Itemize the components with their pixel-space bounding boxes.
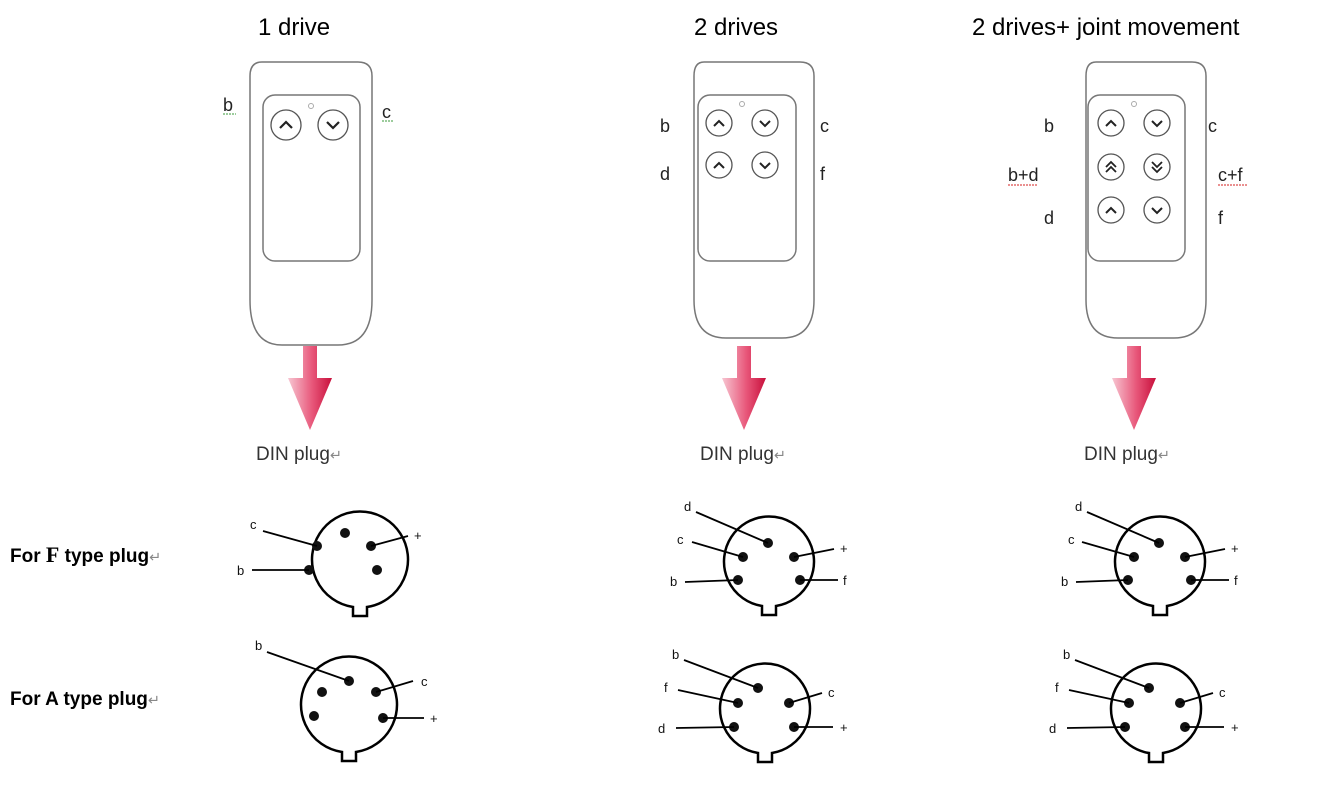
pin-label-plus: + <box>430 711 438 726</box>
pin <box>317 687 327 697</box>
down-arrow-icon <box>722 346 766 430</box>
pin-label-d: d <box>1075 499 1082 514</box>
pin-label-c: c <box>250 517 257 532</box>
up-chevron-icon <box>705 109 733 137</box>
pin-label-b: b <box>255 638 262 653</box>
remote-label-f: f <box>820 164 826 184</box>
pin-label-c: c <box>421 674 428 689</box>
remote-label-c-plus-f: c+f <box>1218 165 1244 185</box>
din-plug-f-type-3: d c b + f <box>1061 499 1239 617</box>
column-title-2-drives: 2 drives <box>694 14 779 41</box>
down-chevron-icon <box>751 109 779 137</box>
din-plug-a-type-3: b f d c + <box>1049 647 1239 764</box>
row-label-a-type: For A type plug↵ <box>10 689 160 710</box>
remote-label-c: c <box>1208 116 1217 136</box>
down-chevron-icon <box>317 109 349 141</box>
pin-label-plus: + <box>414 528 422 543</box>
remote-label-b: b <box>660 116 670 136</box>
pin-label-d: d <box>1049 721 1056 736</box>
column-title-2-drives-joint: 2 drives+ joint movement <box>972 14 1240 41</box>
remote-label-b: b <box>223 95 233 115</box>
remote-label-b: b <box>1044 116 1054 136</box>
up-chevron-icon <box>705 151 733 179</box>
din-plug-label-1: DIN plug↵ <box>256 444 342 465</box>
din-plug-f-type-2: d c b + f <box>670 499 848 617</box>
pin-label-f: f <box>1234 573 1238 588</box>
remote-label-d: d <box>660 164 670 184</box>
pin <box>340 528 350 538</box>
pin-label-c: c <box>1068 532 1075 547</box>
pin <box>372 565 382 575</box>
remote-label-c: c <box>382 102 391 122</box>
pin-label-f: f <box>1055 680 1059 695</box>
pin-label-c: c <box>828 685 835 700</box>
din-plug-label-2: DIN plug↵ <box>700 444 786 465</box>
pin-label-plus: + <box>840 541 848 556</box>
remote-control-3 <box>1085 61 1207 339</box>
din-plug-a-type-2: b f d c + <box>658 647 848 764</box>
din-plug-a-type-1: b c + <box>255 638 438 763</box>
remote-label-b-plus-d: b+d <box>1008 165 1039 185</box>
remote-control-1 <box>249 61 373 346</box>
double-down-chevron-icon <box>1143 153 1171 181</box>
down-chevron-icon <box>1143 109 1171 137</box>
column-title-1-drive: 1 drive <box>258 14 331 41</box>
double-up-chevron-icon <box>1097 153 1125 181</box>
din-plug-f-type-1: c b + <box>237 510 422 618</box>
pin-label-c: c <box>677 532 684 547</box>
remote-label-c: c <box>820 116 829 136</box>
up-chevron-icon <box>1097 109 1125 137</box>
pin-label-d: d <box>684 499 691 514</box>
pin-label-b: b <box>1061 574 1068 589</box>
pin-label-d: d <box>658 721 665 736</box>
pin-label-plus: + <box>840 720 848 735</box>
row-label-f-type: For F type plug↵ <box>10 542 162 567</box>
remote-label-d: d <box>1044 208 1054 228</box>
pin-label-f: f <box>664 680 668 695</box>
pin-label-b: b <box>672 647 679 662</box>
pin-label-c: c <box>1219 685 1226 700</box>
pin-label-f: f <box>843 573 847 588</box>
din-plug-label-3: DIN plug↵ <box>1084 444 1170 465</box>
down-chevron-icon <box>751 151 779 179</box>
up-chevron-icon <box>270 109 302 141</box>
pin-label-plus: + <box>1231 720 1239 735</box>
remote-label-f: f <box>1218 208 1224 228</box>
pin-label-plus: + <box>1231 541 1239 556</box>
down-chevron-icon <box>1143 196 1171 224</box>
pin <box>309 711 319 721</box>
pin-label-b: b <box>670 574 677 589</box>
down-arrow-icon <box>1112 346 1156 430</box>
pin-label-b: b <box>1063 647 1070 662</box>
remote-control-2 <box>693 61 815 339</box>
pin-label-b: b <box>237 563 244 578</box>
down-arrow-icon <box>288 346 332 430</box>
up-chevron-icon <box>1097 196 1125 224</box>
